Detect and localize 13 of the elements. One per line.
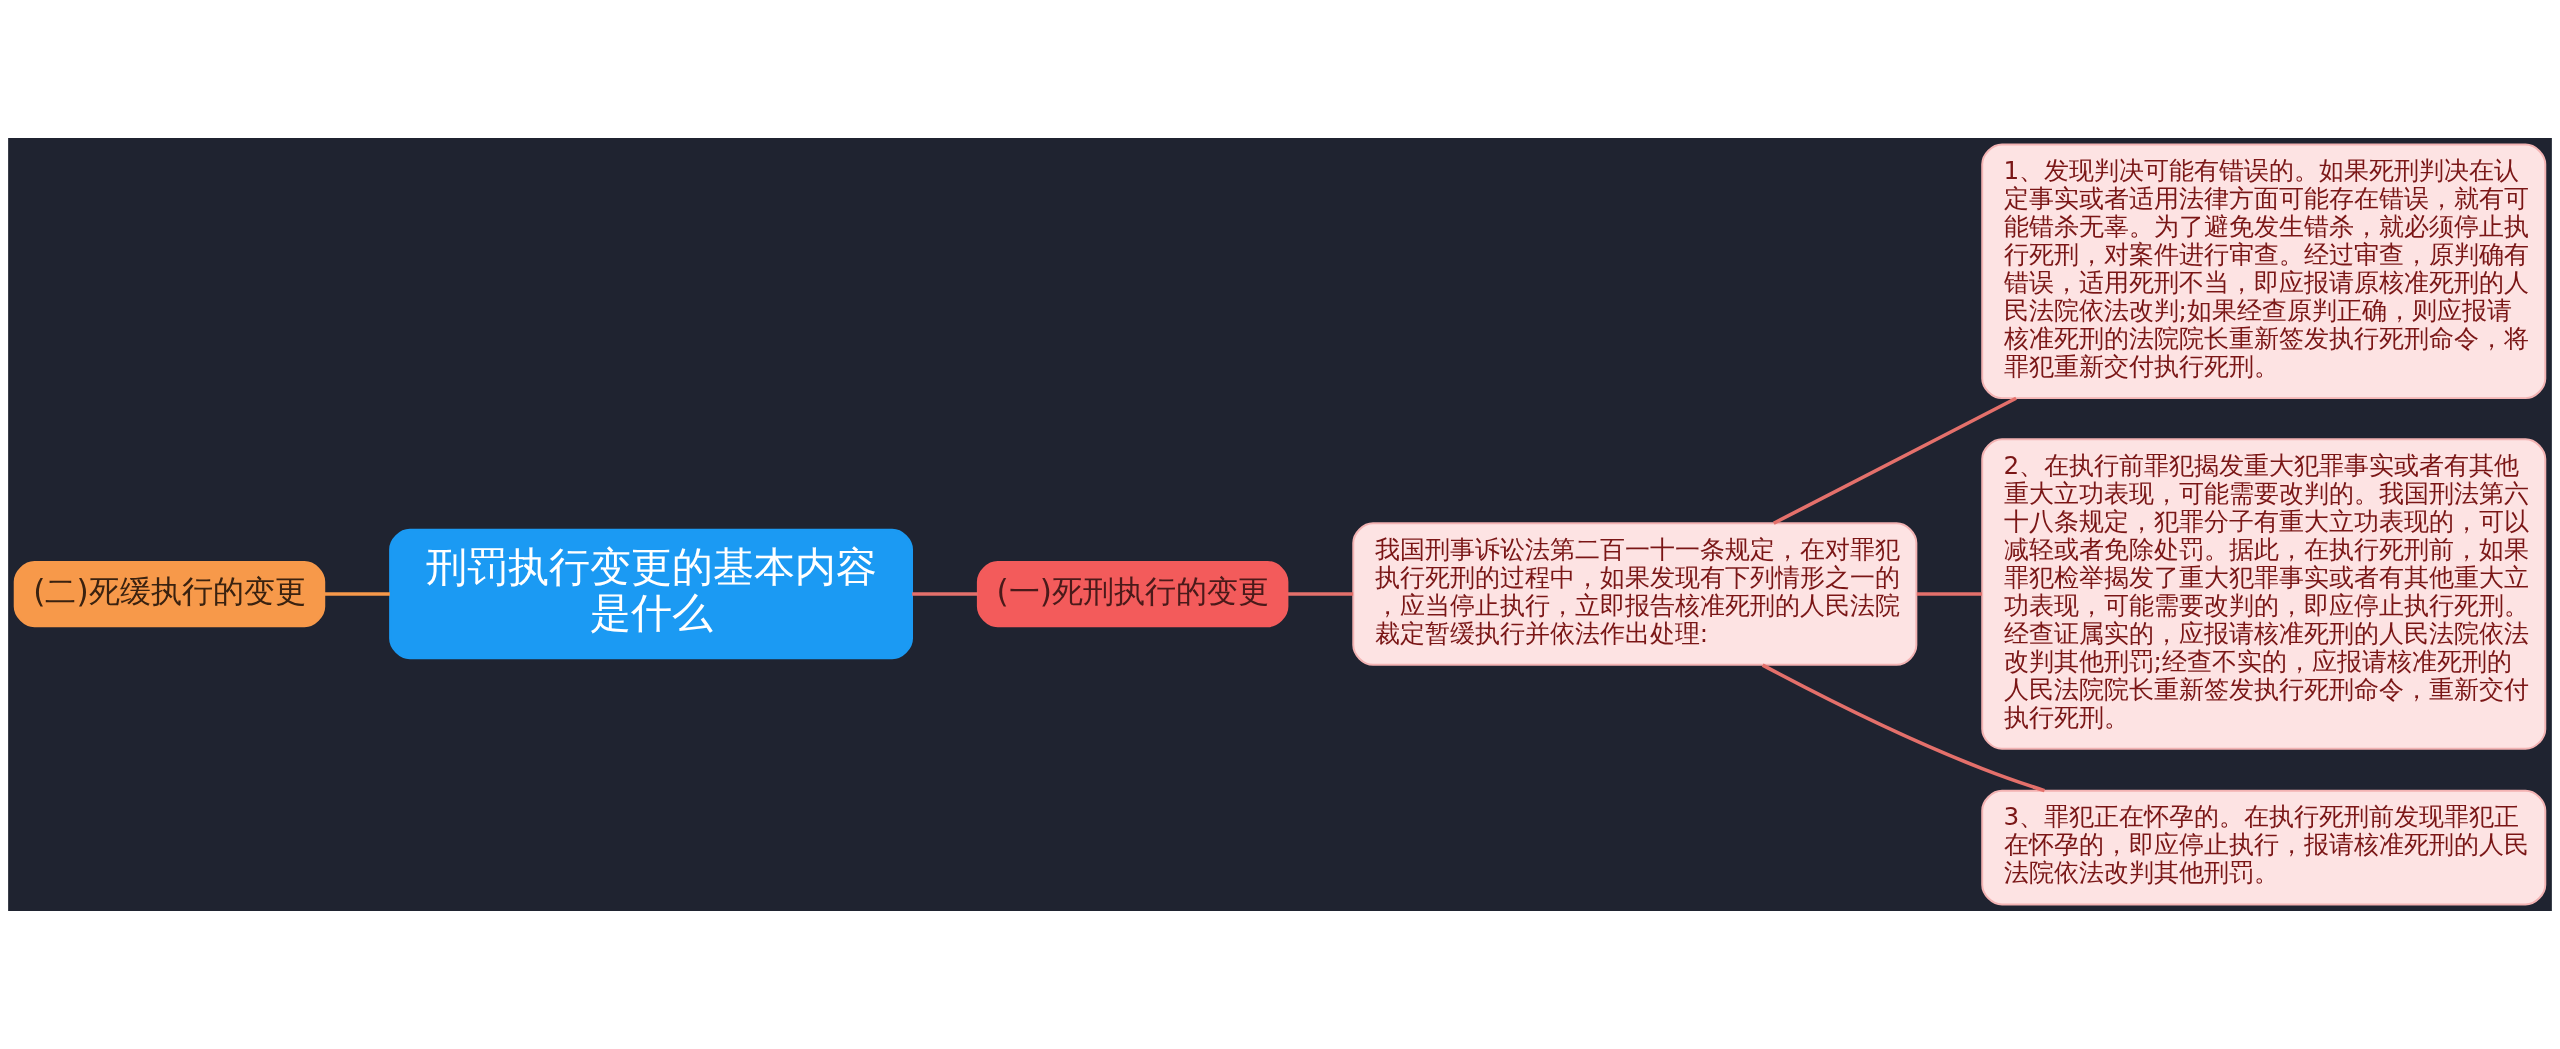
node-box: 刑罚执行变更的基本内容是什么: [389, 528, 913, 660]
node-box: (二)死缓执行的变更: [13, 560, 326, 628]
connector: [1772, 396, 2017, 525]
connector: [1916, 592, 1982, 596]
node-box: (一)死刑执行的变更: [976, 560, 1289, 628]
node-box: 2、在执行前罪犯揭发重大犯罪事实或者有其他重大立功表现，可能需要改判的。我国刑法第六十八条规定，犯罪分子有重大立功表现的，可以减轻或者免除处罚。据此，在执行死刑前，如果罪犯检举揭发了重大犯罪事实或者有其他重大立功表现，可能需要改判的，即应停止执行死刑。经查证属实的，应报请核准死刑的人民法院依法改判其他刑罚;经查不实的，应报请核准死刑的人民法院院长重新签发执行死刑命令，重新交付执行死刑。: [1981, 438, 2547, 750]
node-box: 我国刑事诉讼法第二百一十一条规定，在对罪犯执行死刑的过程中，如果发现有下列情形之一的，应当停止执行，立即报告核准死刑的人民法院裁定暂缓执行并依法作出处理:: [1352, 522, 1918, 666]
node-box: 3、罪犯正在怀孕的。在执行死刑前发现罪犯正在怀孕的，即应停止执行，报请核准死刑的人民法院依法改判其他刑罚。: [1981, 789, 2547, 906]
connector: [1288, 592, 1354, 596]
connector: [1761, 663, 2046, 793]
connector: [912, 592, 978, 596]
node-box: 1、发现判决可能有错误的。如果死刑判决在认定事实或者适用法律方面可能存在错误，就有可能错杀无辜。为了避免发生错杀，就必须停止执行死刑，对案件进行审查。经过审查，原判确有错误，适用死刑不当，即应报请原核准死刑的人民法院依法改判;如果经查原判正确，则应报请核准死刑的法院院长重新签发执行死刑命令，将罪犯重新交付执行死刑。: [1981, 143, 2547, 400]
connector: [324, 592, 390, 596]
